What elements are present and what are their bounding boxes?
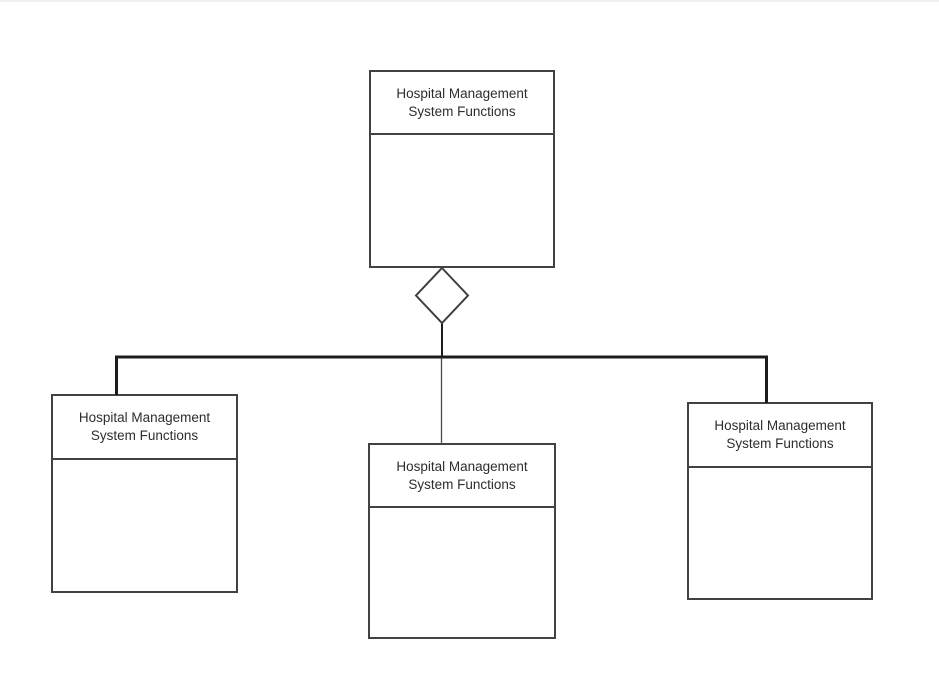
- class-box-title: Hospital Management System Functions: [396, 85, 528, 119]
- class-box-title: Hospital Management System Functions: [714, 418, 846, 451]
- class-box-child-left[interactable]: Hospital Management System Functions: [51, 394, 238, 593]
- class-box-parent-title-compartment: Hospital Management System Functions: [371, 72, 553, 135]
- class-box-title: Hospital Management System Functions: [396, 458, 528, 492]
- class-box-child-right[interactable]: Hospital Management System Functions: [687, 402, 873, 600]
- class-box-title: Hospital Management System Functions: [78, 410, 211, 443]
- aggregation-diamond-icon: [414, 266, 470, 325]
- class-box-child-middle[interactable]: Hospital Management System Functions: [368, 443, 556, 639]
- top-edge-divider: [0, 0, 939, 2]
- class-box-parent[interactable]: Hospital Management System Functions: [369, 70, 555, 268]
- class-box-child-right-title-compartment: Hospital Management System Functions: [689, 404, 871, 468]
- class-box-child-left-title-compartment: Hospital Management System Functions: [53, 396, 236, 460]
- class-box-child-middle-title-compartment: Hospital Management System Functions: [370, 445, 554, 508]
